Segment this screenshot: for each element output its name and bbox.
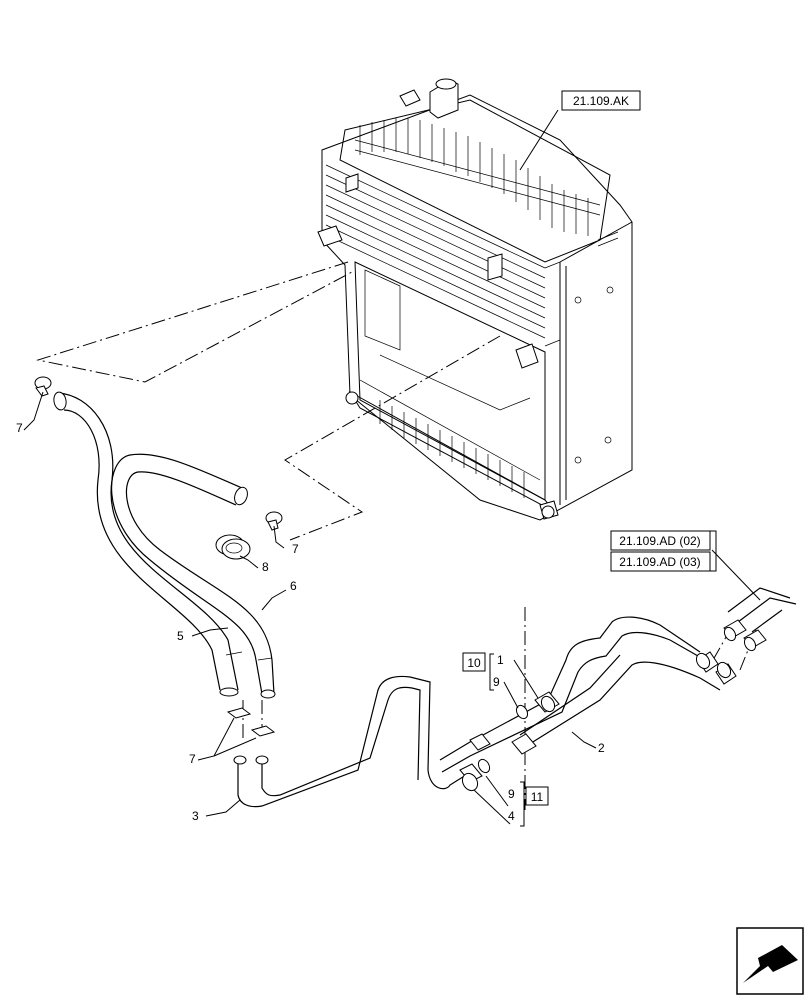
callout-7-low: 7 xyxy=(189,752,196,766)
callout-4: 4 xyxy=(508,809,515,823)
callout-7-mid: 7 xyxy=(292,542,299,556)
radiator-assembly xyxy=(317,78,633,521)
arrow-back-icon[interactable] xyxy=(736,927,804,995)
connector-stubs xyxy=(723,587,797,652)
callout-box-10[interactable]: 10 xyxy=(462,652,486,672)
tube-fittings xyxy=(233,651,737,792)
reference-bracket xyxy=(710,530,717,572)
callout-1: 1 xyxy=(497,653,504,667)
reference-connection-a[interactable]: 21.109.AD (02) xyxy=(610,530,711,551)
leader-lines xyxy=(23,109,761,827)
reference-connection-b[interactable]: 21.109.AD (03) xyxy=(610,551,711,572)
callout-10: 10 xyxy=(467,656,481,670)
reference-radiator-label: 21.109.AK xyxy=(573,94,629,108)
callout-9-low: 9 xyxy=(508,787,515,801)
callout-3: 3 xyxy=(192,809,199,823)
reference-connection-a-label: 21.109.AD (02) xyxy=(619,534,700,548)
hose-assembly xyxy=(53,391,276,699)
callout-8: 8 xyxy=(262,560,269,574)
callout-5: 5 xyxy=(177,629,184,643)
tube-assembly xyxy=(233,616,737,808)
callout-2: 2 xyxy=(598,741,605,755)
callout-9-top: 9 xyxy=(493,675,500,689)
callout-6: 6 xyxy=(290,579,297,593)
reference-radiator[interactable]: 21.109.AK xyxy=(561,90,641,111)
hose-clamps xyxy=(34,376,283,737)
callout-box-11[interactable]: 11 xyxy=(525,786,549,806)
callout-11: 11 xyxy=(531,790,544,804)
callout-labels: 7 7 8 6 5 7 3 2 1 9 9 4 xyxy=(16,421,605,823)
reference-connection-b-label: 21.109.AD (03) xyxy=(619,555,700,569)
callout-7-top: 7 xyxy=(16,421,23,435)
